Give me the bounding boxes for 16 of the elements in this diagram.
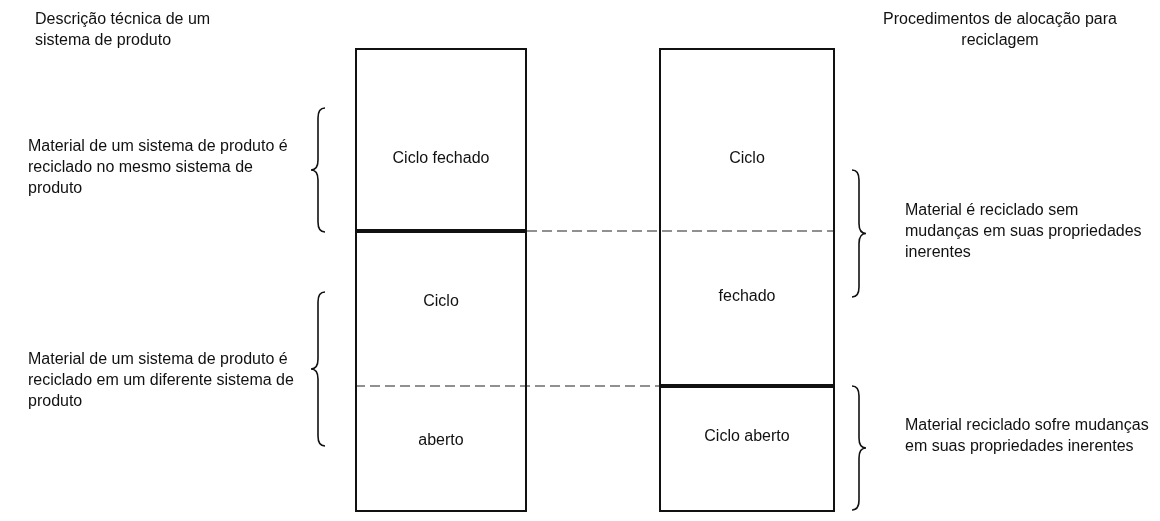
cycle-box xyxy=(355,48,527,233)
cycle-box xyxy=(659,384,835,512)
cycle-box xyxy=(355,229,527,512)
column-heading: Descrição técnica de um sistema de produto xyxy=(35,9,212,50)
column-heading: Procedimentos de alocação para reciclagem xyxy=(882,9,1118,50)
box-label: Ciclo xyxy=(422,291,460,311)
bracket-note: Material de um sistema de produto é reciclado em um diferente sistema de produto xyxy=(28,349,295,411)
cycle-box xyxy=(659,48,835,388)
bracket-note: Material reciclado sofre mudanças em suas propriedades inerentes xyxy=(905,415,1150,456)
box-label: Ciclo aberto xyxy=(703,426,791,446)
bracket-note: Material é reciclado sem mudanças em suas propriedades inerentes xyxy=(905,200,1143,262)
box-label: aberto xyxy=(417,430,465,450)
box-label: Ciclo fechado xyxy=(391,148,491,168)
box-label: Ciclo xyxy=(728,148,766,168)
bracket-note: Material de um sistema de produto é reciclado no mesmo sistema de produto xyxy=(28,136,289,198)
box-label: fechado xyxy=(717,286,777,306)
